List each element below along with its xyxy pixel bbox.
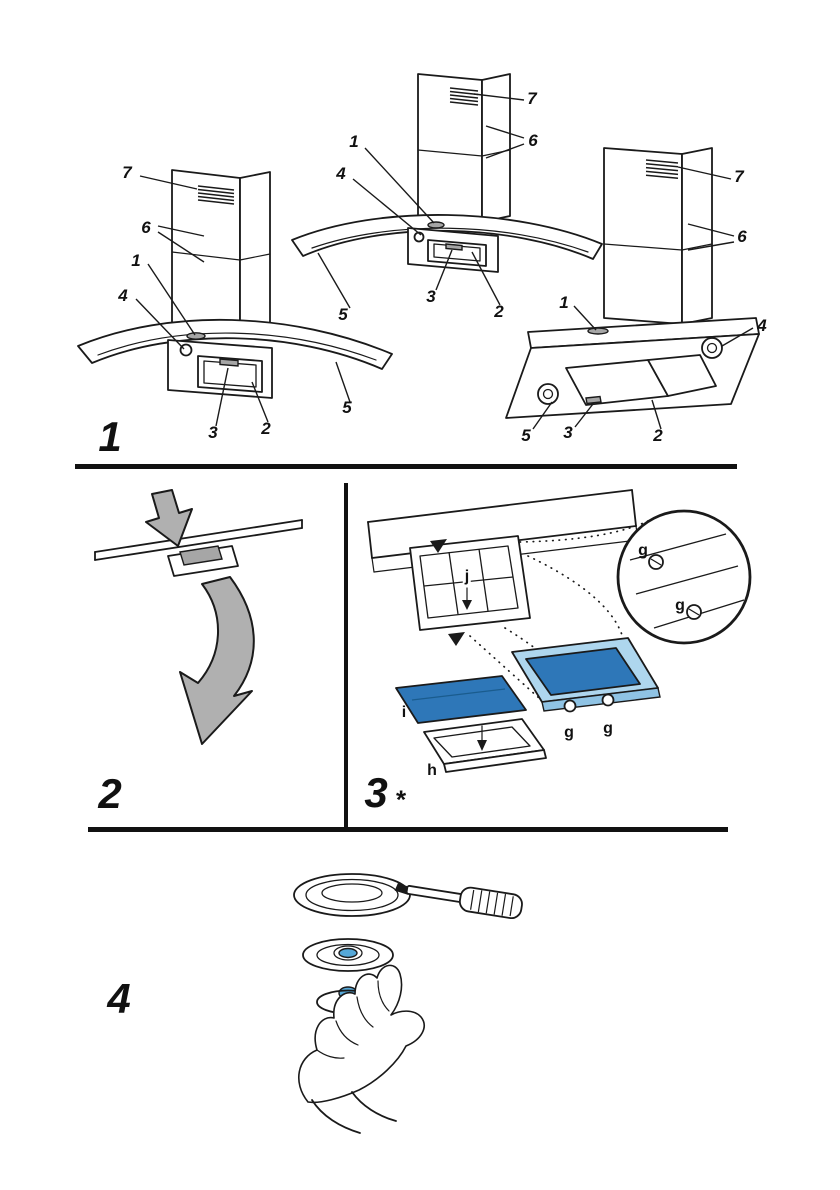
- grease-filter: [647, 354, 717, 397]
- callout-6-middle: 6: [528, 131, 538, 150]
- vent-grille-icon: [197, 185, 235, 205]
- part-label-h: h: [427, 762, 437, 779]
- lamp-trim-ring: [293, 873, 411, 917]
- press-arrow-icon: [145, 489, 193, 547]
- callout-2-right: 2: [653, 426, 663, 445]
- callout-2-middle: 2: [494, 302, 504, 321]
- section-divider-bottom: [88, 827, 728, 832]
- lamp-holder-ring: [302, 938, 394, 972]
- filter-knob: [601, 693, 615, 707]
- panel-1-number: 1: [98, 413, 122, 460]
- callout-7-middle: 7: [527, 89, 537, 108]
- grease-filter-assembly: [511, 637, 661, 713]
- callout-6-left: 6: [141, 218, 151, 237]
- slide-arrow-icon: [448, 632, 465, 646]
- part-label-g-filter-1: g: [564, 724, 574, 741]
- magnifier-detail: [616, 509, 752, 645]
- hood-right-illustration: [505, 147, 760, 430]
- leader-lines: [135, 175, 351, 427]
- screwdriver-icon: [394, 883, 523, 920]
- insert-arrow-icon: [477, 740, 487, 751]
- section-divider-top: [75, 464, 737, 469]
- control-panel: [427, 221, 445, 229]
- callout-5-middle: 5: [338, 305, 348, 324]
- part-label-j: j: [462, 568, 472, 586]
- callout-4-right: 4: [757, 316, 767, 335]
- grease-filter: [427, 239, 487, 267]
- leader-lines: [532, 166, 754, 430]
- vent-grille-icon: [449, 87, 479, 106]
- callout-7-left: 7: [122, 163, 132, 182]
- part-label-g-zoom-2: g: [675, 597, 685, 614]
- light-spot: [701, 337, 723, 359]
- part-label-i: i: [401, 704, 407, 721]
- hand-illustration: [298, 964, 425, 1134]
- callout-4-middle: 4: [336, 164, 346, 183]
- callout-1-left: 1: [131, 251, 141, 270]
- filter-removal-illustration: [367, 489, 752, 773]
- latch-press-illustration: [94, 489, 303, 745]
- control-panel: [587, 327, 609, 335]
- callout-5-left: 5: [342, 398, 352, 417]
- panel-4-number: 4: [107, 975, 131, 1022]
- swing-down-arrow-icon: [179, 576, 255, 745]
- panel-3-number: 3: [364, 769, 388, 816]
- carbon-filter-assembly: [395, 675, 547, 773]
- callout-5-right: 5: [521, 426, 531, 445]
- hood-middle-illustration: [291, 73, 603, 309]
- filter-latch: [585, 395, 602, 405]
- section-divider-vertical: [344, 483, 348, 827]
- callout-1-middle: 1: [349, 132, 359, 151]
- latch-button: [179, 545, 223, 566]
- part-label-g-zoom-1: g: [638, 542, 648, 559]
- panel-3-asterisk: *: [395, 784, 407, 815]
- filter-knob: [563, 699, 577, 713]
- part-label-g-filter-2: g: [603, 720, 613, 737]
- filter-latch: [219, 358, 239, 367]
- callout-7-right: 7: [734, 167, 744, 186]
- panel-2-number: 2: [98, 770, 122, 817]
- leader-lines: [317, 93, 525, 309]
- lamp-replacement-illustration: [293, 873, 523, 1134]
- carbon-filter-sheet: [395, 675, 527, 724]
- callout-6-right: 6: [737, 227, 747, 246]
- vent-grille-icon: [645, 159, 679, 179]
- callout-3-right: 3: [563, 423, 573, 442]
- filter-latch: [445, 243, 463, 251]
- callout-3-left: 3: [208, 423, 218, 442]
- down-arrow-icon: [462, 600, 472, 610]
- control-panel: [186, 332, 206, 340]
- callout-2-left: 2: [261, 419, 271, 438]
- callout-1-right: 1: [559, 293, 569, 312]
- grease-filter: [197, 355, 263, 393]
- light-spot: [537, 383, 559, 405]
- slide-arrow-icon: [430, 539, 447, 553]
- callout-4-left: 4: [118, 286, 128, 305]
- glass-canopy: [291, 214, 603, 260]
- callout-3-middle: 3: [426, 287, 436, 306]
- hood-left-illustration: [77, 169, 393, 427]
